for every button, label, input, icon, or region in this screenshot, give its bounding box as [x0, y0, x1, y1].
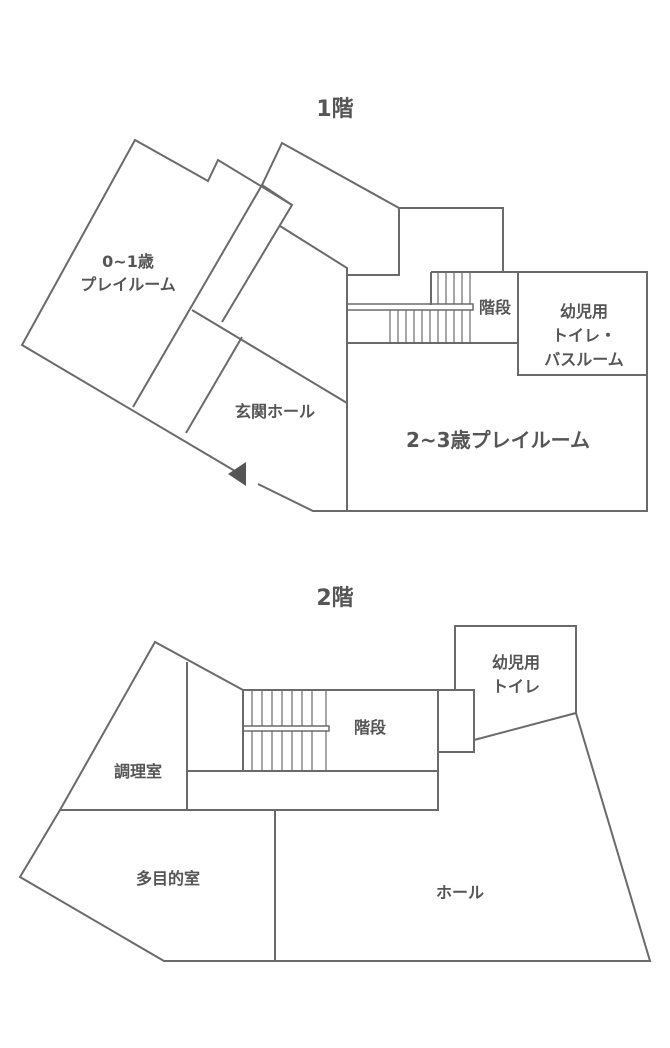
room-toilet-bath-1f: 幼児用 — [560, 302, 608, 321]
room-stairs-2f: 階段 — [354, 718, 387, 737]
room-toilet-2f: 幼児用 — [492, 653, 540, 672]
room-infant-01-line2: プレイルーム — [80, 275, 176, 294]
room-kitchen: 調理室 — [114, 762, 162, 781]
room-stairs-1f: 階段 — [479, 298, 512, 317]
room-entrance-hall: 玄関ホール — [235, 402, 315, 421]
room-toilet-bath-1f-line3: バスルーム — [544, 350, 624, 369]
room-toilet-2f-line2: トイレ — [492, 677, 540, 696]
floor-2: 2階 調理室 階段 幼児用 トイレ 多目的室 ホール — [18, 586, 652, 962]
floor-1-walls — [20, 138, 648, 512]
room-infant-01: 0~1歳 — [102, 252, 154, 271]
room-hall: ホール — [436, 883, 484, 902]
floor-2-stair-treads — [251, 690, 327, 771]
floor-2-walls — [18, 625, 652, 962]
floor-1-title: 1階 — [316, 97, 353, 122]
room-playroom-23: 2~3歳プレイルーム — [406, 428, 590, 452]
floor-1-stair-treads — [389, 272, 471, 343]
entrance-arrow-icon — [228, 462, 246, 486]
room-multipurpose: 多目的室 — [136, 869, 200, 888]
floor-1: 1階 0~1歳 プレイルーム 玄 — [20, 97, 648, 512]
floor-2-title: 2階 — [316, 586, 353, 611]
room-toilet-bath-1f-line2: トイレ・ — [552, 326, 616, 345]
